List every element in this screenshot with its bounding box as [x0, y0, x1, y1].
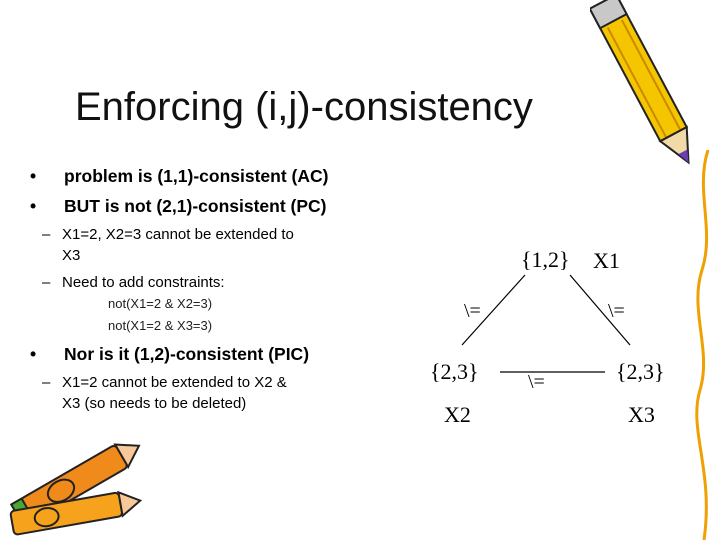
edge-label-x1-x3: \=: [608, 300, 625, 322]
constraint-line: not(X1=2 & X3=3): [108, 318, 213, 333]
bullet-item: • problem is (1,1)-consistent (AC): [30, 166, 328, 187]
sub-bullet-marker: –: [42, 226, 51, 243]
node-x1-domain: {1,2}: [521, 247, 570, 272]
constraint-line: not(X1=2 & X2=3): [108, 296, 213, 311]
slide-title: Enforcing (i,j)-consistency: [75, 85, 533, 129]
sub-bullet-item: –X1=2 cannot be extended to X2 & X3 (so …: [42, 372, 287, 414]
graph-edge-x1-x3: [569, 274, 631, 346]
bullet-text: problem is (1,1)-consistent (AC): [64, 166, 329, 186]
node-x3-domain: {2,3}: [616, 359, 665, 384]
bullet-text: BUT is not (2,1)-consistent (PC): [64, 196, 327, 216]
sub-bullet-text: X1=2, X2=3 cannot be extended to: [62, 226, 294, 243]
bullet-marker: •: [30, 344, 37, 364]
pencil-icon: [590, 0, 690, 165]
bullet-marker: •: [30, 166, 37, 186]
node-x3-name: X3: [628, 402, 655, 427]
sub-bullet-text: X3: [62, 247, 81, 264]
bullet-item: • BUT is not (2,1)-consistent (PC): [30, 196, 327, 217]
bullet-marker: •: [30, 196, 37, 216]
sub-bullet-marker: –: [42, 374, 51, 391]
edge-label-x2-x3: \=: [528, 371, 545, 393]
node-x2-domain: {2,3}: [430, 359, 479, 384]
bullet-text: Nor is it (1,2)-consistent (PIC): [64, 344, 310, 364]
squiggle-line-icon: [695, 150, 710, 540]
sub-bullet-text: X3 (so needs to be deleted): [62, 395, 247, 412]
sub-bullet-marker: –: [42, 274, 51, 291]
node-x2-name: X2: [444, 402, 471, 427]
sub-bullet-item: –Need to add constraints:: [42, 272, 225, 293]
edge-label-x1-x2: \=: [464, 300, 481, 322]
sub-bullet-item: –X1=2, X2=3 cannot be extended to X3: [42, 224, 294, 266]
bullet-item: • Nor is it (1,2)-consistent (PIC): [30, 344, 309, 365]
sub-bullet-text: Need to add constraints:: [62, 274, 225, 291]
sub-bullet-text: X1=2 cannot be extended to X2 &: [62, 374, 287, 391]
crayons-icon: [9, 443, 143, 536]
graph-edge-x1-x2: [461, 274, 526, 346]
node-x1-name: X1: [593, 248, 620, 273]
